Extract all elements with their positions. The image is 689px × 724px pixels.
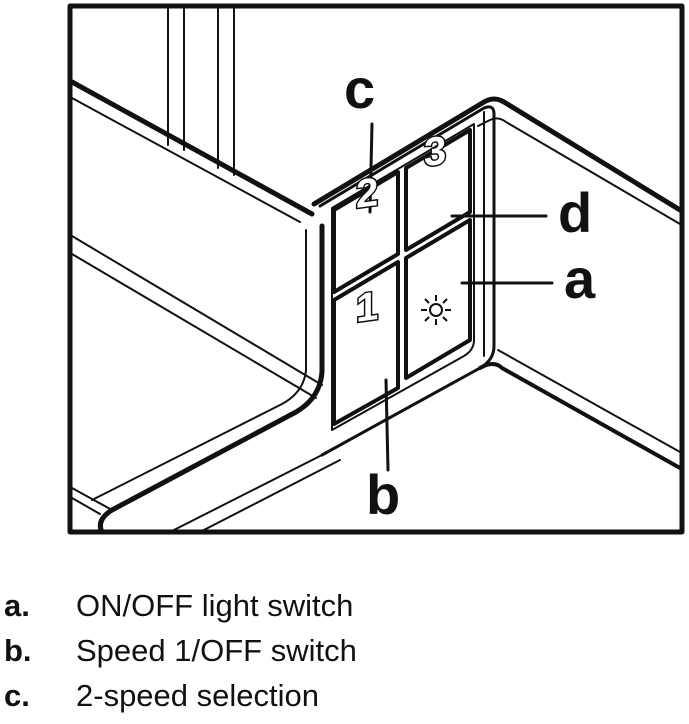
diagram-frame xyxy=(67,3,685,535)
callout-letter-c: c xyxy=(344,57,375,120)
light-icon xyxy=(421,295,451,325)
legend-letter: a. xyxy=(4,588,30,623)
legend-letter: c. xyxy=(4,678,30,713)
control-panel-diagram: 2 3 1 c d a b xyxy=(67,3,685,535)
legend-letter: b. xyxy=(4,633,32,668)
button-3-label: 3 xyxy=(424,127,446,175)
bottom-left-line xyxy=(71,497,101,515)
callout-letter-d: d xyxy=(558,181,592,244)
callout-line-b xyxy=(384,378,390,472)
shelf-line xyxy=(71,235,323,386)
button-1[interactable] xyxy=(332,260,400,426)
hood-right-top-edge-inner xyxy=(477,117,681,225)
hood-right-top-edge xyxy=(311,96,683,213)
button-2-label: 2 xyxy=(356,169,378,217)
legend-text: 2-speed selection xyxy=(76,678,319,713)
panel-bezel-inner xyxy=(331,123,475,431)
legend-item-b: b. Speed 1/OFF switch xyxy=(0,633,689,678)
button-3[interactable] xyxy=(404,128,472,252)
hood-front-edge-inner xyxy=(91,229,307,501)
legend-item-c: c. 2-speed selection xyxy=(0,678,689,723)
hood-top-edge-inner xyxy=(71,97,301,223)
shelf-line xyxy=(71,253,317,399)
hood-bottom-line xyxy=(199,459,341,533)
callout-line-c xyxy=(368,122,374,214)
hood-front-edge xyxy=(97,223,325,535)
hood-right-lower-edge xyxy=(478,362,682,470)
callout-letter-b: b xyxy=(366,463,400,526)
callout-letter-a: a xyxy=(564,247,596,310)
legend-text: ON/OFF light switch xyxy=(76,588,354,623)
hood-right-lower-inner xyxy=(497,349,681,453)
legend-text: Speed 1/OFF switch xyxy=(76,633,357,668)
button-2[interactable] xyxy=(332,170,400,294)
hood-top-edge xyxy=(69,79,315,217)
bottom-left-line xyxy=(71,487,113,511)
button-1-label: 1 xyxy=(356,283,378,331)
legend: a. ON/OFF light switch b. Speed 1/OFF sw… xyxy=(0,588,689,723)
hood-bottom-line xyxy=(169,454,323,533)
legend-item-a: a. ON/OFF light switch xyxy=(0,588,689,633)
button-light[interactable] xyxy=(404,218,472,380)
